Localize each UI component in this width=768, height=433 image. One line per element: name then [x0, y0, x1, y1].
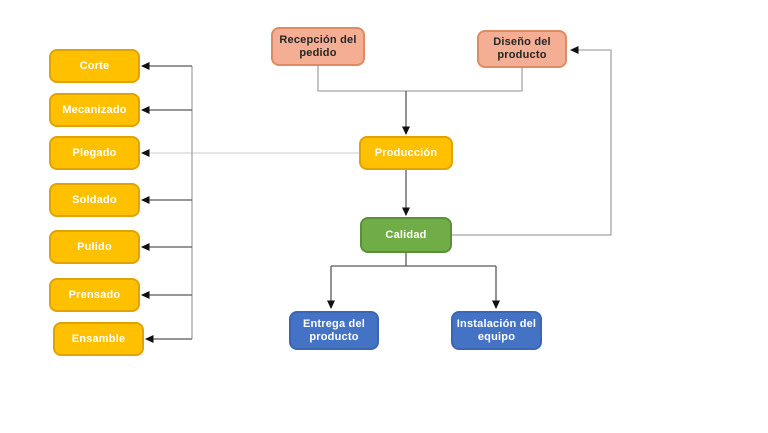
- node-label: Entrega del producto: [302, 317, 366, 343]
- node-plegado[interactable]: Plegado: [49, 136, 140, 170]
- edge-calidad-split-bar: [331, 253, 496, 267]
- node-calidad[interactable]: Calidad: [360, 217, 452, 253]
- node-entrega-del-producto[interactable]: Entrega del producto: [289, 311, 379, 350]
- node-label: Soldado: [72, 193, 117, 206]
- node-label: Ensamble: [71, 332, 126, 345]
- node-label: Prensado: [68, 288, 121, 301]
- node-soldado[interactable]: Soldado: [49, 183, 140, 217]
- node-label: Calidad: [385, 228, 427, 241]
- edge-inputs-merge-bar: [317, 66, 523, 92]
- node-pulido[interactable]: Pulido: [49, 230, 140, 264]
- node-corte[interactable]: Corte: [49, 49, 140, 83]
- node-diseno-del-producto[interactable]: Diseño del producto: [477, 30, 567, 68]
- node-mecanizado[interactable]: Mecanizado: [49, 93, 140, 127]
- node-label: Corte: [79, 59, 110, 72]
- node-label: Mecanizado: [62, 103, 127, 116]
- edge-calidad-feedback-diseno: [452, 46, 612, 236]
- node-label: Recepción del pedido: [279, 33, 357, 59]
- node-ensamble[interactable]: Ensamble: [53, 322, 144, 356]
- node-recepcion-del-pedido[interactable]: Recepción del pedido: [271, 27, 365, 66]
- node-label: Plegado: [72, 146, 117, 159]
- node-label: Diseño del producto: [493, 36, 551, 61]
- node-produccion[interactable]: Producción: [359, 136, 453, 170]
- node-instalacion-del-equipo[interactable]: Instalación del equipo: [451, 311, 542, 350]
- node-prensado[interactable]: Prensado: [49, 278, 140, 312]
- node-label: Producción: [374, 146, 438, 159]
- node-label: Pulido: [77, 240, 112, 253]
- node-label: Instalación del equipo: [456, 317, 537, 343]
